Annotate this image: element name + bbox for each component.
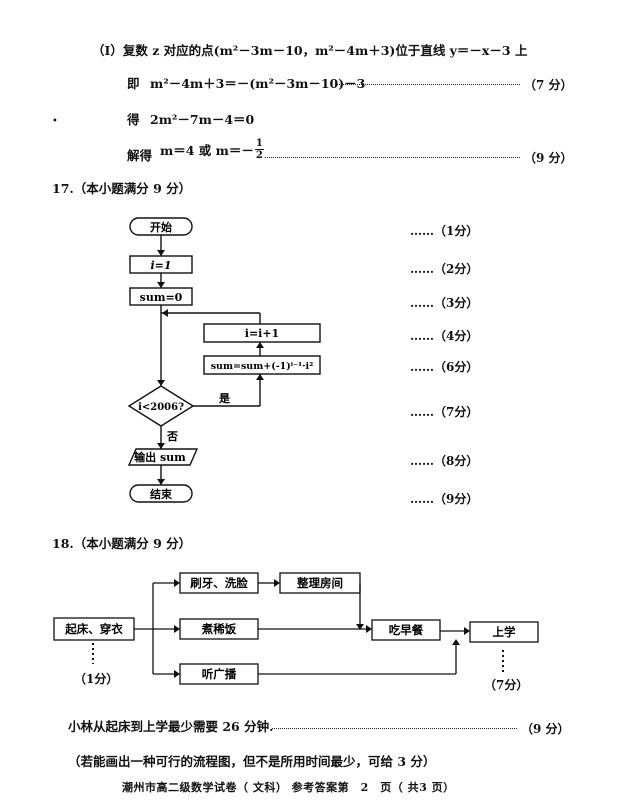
q17-score-1: ……（1分） — [410, 224, 479, 238]
q17-header: 17.（本小题满分 9 分） — [52, 181, 192, 196]
q17-score-6: ……（6分） — [410, 360, 479, 374]
porridge-label: 煮稀饭 — [201, 622, 237, 636]
line3-prefix: 解得 — [127, 148, 153, 163]
q18-header: 18.（本小题满分 9 分） — [52, 536, 192, 551]
part2-intro: （Ⅰ）复数 z 对应的点(m²－3m－10，m²－4m＋3)位于直线 y＝－x－… — [92, 43, 528, 58]
leader-dots — [265, 157, 520, 158]
stray-mark: • — [52, 116, 58, 127]
school-label: 上学 — [493, 625, 516, 639]
page-footer: 潮州市高二级数学试卷（ 文科） 参考答案第 2 页（ 共3 页） — [122, 781, 455, 794]
init-sum-label: sum=0 — [140, 291, 183, 304]
line3-score: （9 分） — [524, 151, 573, 165]
breakfast-label: 吃早餐 — [389, 623, 424, 637]
q18-note: （若能画出一种可行的流程图，但不是所用时间最少，可给 3 分） — [68, 754, 436, 769]
q17-score-2: ……（2分） — [410, 262, 479, 276]
output-label: 输出 sum — [134, 450, 186, 464]
yes-label: 是 — [218, 392, 231, 405]
line1-score: （7 分） — [524, 78, 573, 92]
increment-box — [203, 323, 321, 343]
line2-equation: 2m²－7m－4＝0 — [150, 112, 255, 127]
q17-score-3: ……（3分） — [410, 296, 479, 310]
q18-score-left: （1分） — [74, 672, 119, 686]
line2-prefix: 得 — [127, 112, 140, 127]
leader-dots — [272, 728, 517, 729]
fraction-numerator: 1 — [254, 138, 264, 150]
update-label: sum=sum+(-1)ⁱ⁻¹·i² — [211, 361, 314, 372]
line3-equation: m＝4 或 m＝－ — [160, 143, 254, 158]
q18-score-right: （7分） — [484, 678, 529, 692]
tidy-label: 整理房间 — [296, 576, 343, 590]
output-parallelogram — [127, 448, 199, 466]
leader-dots — [335, 84, 520, 85]
wake-label: 起床、穿衣 — [64, 622, 123, 636]
q18-conclusion-score: （9 分） — [521, 722, 570, 736]
update-box — [203, 355, 321, 375]
school-box — [469, 621, 539, 643]
breakfast-box — [371, 619, 441, 641]
radio-label: 听广播 — [202, 667, 237, 681]
no-label: 否 — [166, 430, 178, 443]
line1-equation: m²－4m＋3＝－(m²－3m－10)－3 — [150, 76, 366, 91]
increment-label: i=i+1 — [245, 327, 279, 340]
q17-score-4: ……（4分） — [410, 329, 479, 343]
q17-score-9: ……（9分） — [410, 492, 479, 506]
fraction-denominator: 2 — [255, 150, 263, 161]
start-label: 开始 — [150, 220, 172, 234]
q17-score-8: ……（8分） — [410, 454, 479, 468]
end-label: 结束 — [149, 487, 173, 501]
condition-label: i<2006? — [138, 402, 184, 413]
init-i-label: i=1 — [150, 259, 171, 272]
brush-label: 刷牙、洗脸 — [190, 576, 248, 590]
line1-prefix: 即 — [127, 76, 140, 91]
q18-conclusion: 小林从起床到上学最少需要 26 分钟. — [68, 719, 274, 734]
q17-score-7: ……（7分） — [410, 405, 479, 419]
